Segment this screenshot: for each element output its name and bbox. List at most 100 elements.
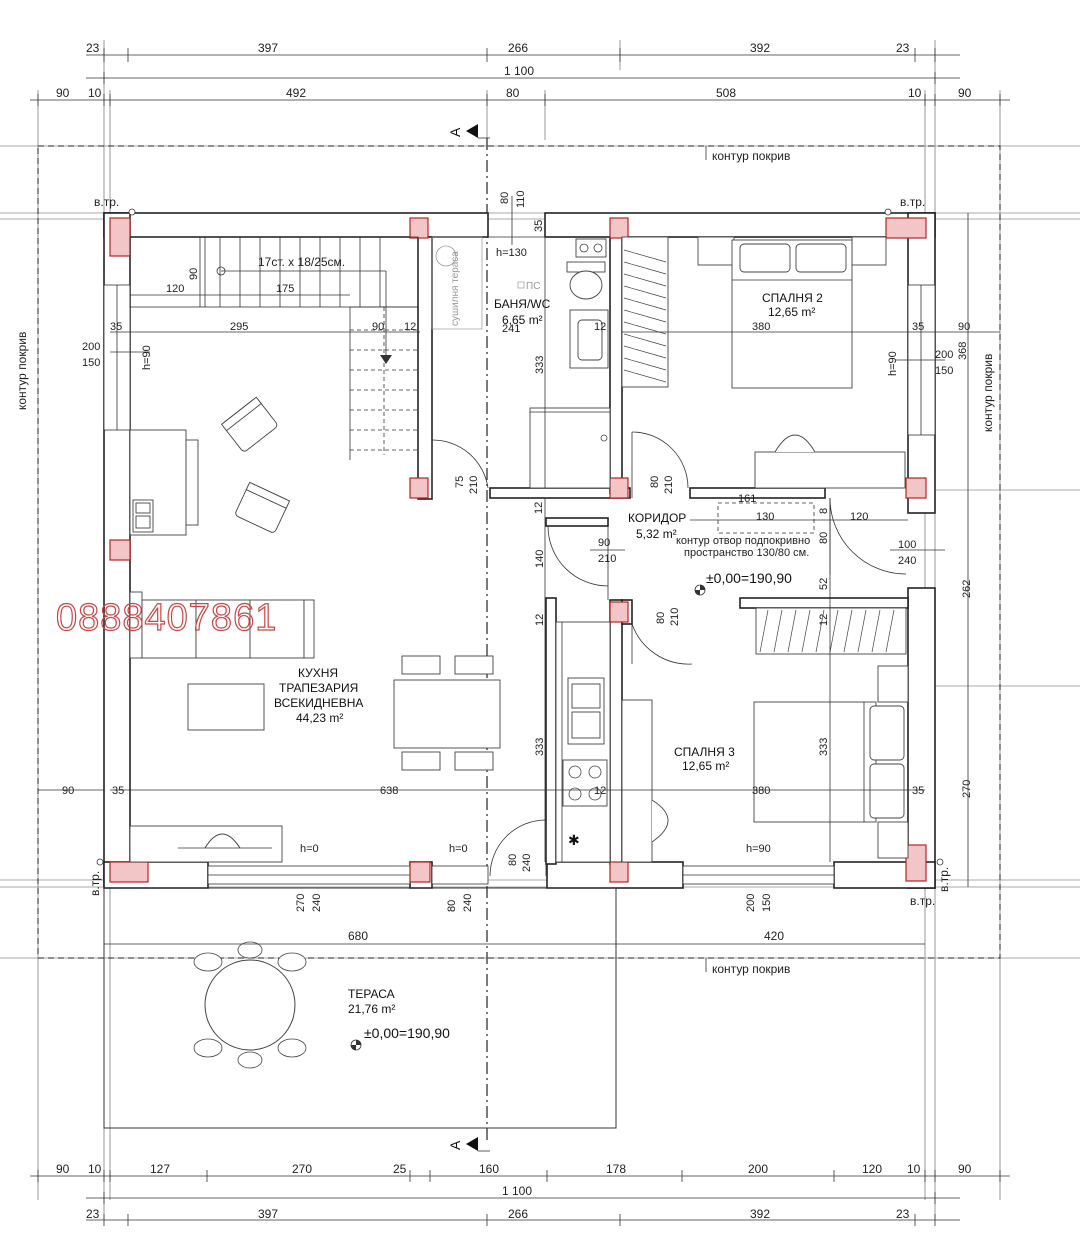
- svg-text:270: 270: [961, 780, 973, 798]
- svg-text:150: 150: [935, 365, 953, 377]
- dim-bottom-inner-11: 90: [958, 1162, 972, 1176]
- terrace-name: ТЕРАСА: [348, 987, 395, 1001]
- svg-text:12: 12: [594, 321, 606, 333]
- svg-text:90: 90: [598, 537, 610, 549]
- svg-text:210: 210: [663, 476, 675, 494]
- svg-text:240: 240: [521, 854, 533, 872]
- downpipe-label-tr: в.тр.: [900, 195, 925, 209]
- dim-bottom-inner-8: 200: [748, 1162, 768, 1176]
- dim-bottom-inner-6: 160: [479, 1162, 499, 1176]
- terrace: [103, 887, 617, 1129]
- dim-top-outer-5: 23: [896, 41, 910, 55]
- inner-dimension-lines: [38, 196, 1000, 945]
- svg-text:80: 80: [499, 192, 511, 204]
- section-marker-bottom: A: [447, 1137, 490, 1152]
- bath-area: 6,65 m²: [502, 313, 543, 327]
- dim-top-total: 1 100: [504, 64, 534, 78]
- star-icon: ✱: [568, 832, 580, 848]
- svg-text:110: 110: [515, 190, 527, 208]
- svg-text:200: 200: [935, 349, 953, 361]
- svg-text:35: 35: [110, 321, 122, 333]
- dim-bottom-outer-5: 23: [896, 1207, 910, 1221]
- svg-text:200: 200: [745, 894, 757, 912]
- opening-note-1: контур отвор подпокривно: [676, 535, 810, 547]
- svg-text:35: 35: [912, 785, 924, 797]
- svg-text:90: 90: [958, 321, 970, 333]
- svg-text:210: 210: [669, 608, 681, 626]
- dim-bottom-total: 1 100: [502, 1184, 532, 1198]
- dim-bottom-inner-2: 10: [88, 1162, 102, 1176]
- svg-text:638: 638: [380, 785, 398, 797]
- svg-text:75: 75: [454, 476, 466, 488]
- inner-dimension-labels: 80 110 35 h=130 90 120 175 35 295 90 12 …: [62, 190, 973, 943]
- svg-text:295: 295: [230, 321, 248, 333]
- svg-text:380: 380: [752, 785, 770, 797]
- svg-text:140: 140: [534, 550, 546, 568]
- dim-bottom-outer-1: 23: [86, 1207, 100, 1221]
- columns: [109, 217, 927, 883]
- svg-text:35: 35: [912, 321, 924, 333]
- dim-bottom-inner-1: 90: [56, 1162, 70, 1176]
- level-label-terrace: ±0,00=190,90: [364, 1025, 450, 1041]
- svg-text:120: 120: [166, 283, 184, 295]
- dim-bottom-inner-7: 178: [606, 1162, 626, 1176]
- svg-text:210: 210: [468, 476, 480, 494]
- svg-text:80: 80: [507, 854, 519, 866]
- dim-top-outer-1: 23: [86, 41, 100, 55]
- roof-contour-label-top: контур покрив: [712, 149, 790, 163]
- terrace-area: 21,76 m²: [348, 1002, 395, 1016]
- dim-top-inner-2: 10: [88, 86, 102, 100]
- h90-left: h=90: [141, 345, 153, 370]
- dim-bottom-inner-9: 120: [862, 1162, 882, 1176]
- roof-contour-label-bottom: контур покрив: [712, 962, 790, 976]
- dim-top-outer-2: 397: [258, 41, 278, 55]
- svg-text:420: 420: [764, 929, 784, 943]
- svg-text:240: 240: [311, 894, 323, 912]
- svg-text:8: 8: [818, 508, 830, 514]
- dryer-area: сушилня терасa ПС: [431, 236, 540, 330]
- dimension-top: 23 397 266 392 23 1 100 90 10 492 80 508…: [30, 41, 1010, 106]
- dimension-bottom: 90 10 127 270 25 160 178 200 120 10 90 1…: [30, 1162, 1010, 1226]
- svg-text:12: 12: [818, 614, 830, 626]
- dim-top-outer-3: 266: [508, 41, 528, 55]
- svg-text:241: 241: [502, 323, 520, 335]
- downpipe-label-br1: в.тр.: [937, 867, 951, 892]
- svg-text:A: A: [447, 127, 463, 137]
- corridor-name: КОРИДОР: [628, 511, 686, 525]
- svg-text:35: 35: [533, 220, 545, 232]
- dim-bottom-inner-3: 127: [150, 1162, 170, 1176]
- dim-bottom-outer-3: 266: [508, 1207, 528, 1221]
- svg-text:200: 200: [82, 341, 100, 353]
- bath-name: БАНЯ/WC: [494, 297, 551, 311]
- downpipe-label-br2: в.тр.: [910, 894, 935, 908]
- stairs-label: 17ст. x 18/25см.: [258, 255, 345, 269]
- corridor-area: 5,32 m²: [636, 527, 677, 541]
- h90-bottom: h=90: [746, 843, 771, 855]
- living-name-3: ВСЕКИДНЕВНА: [274, 696, 363, 710]
- dryer-label: сушилня терасa: [450, 251, 461, 326]
- svg-text:80: 80: [818, 532, 830, 544]
- roof-contour: [37, 145, 1001, 959]
- svg-text:12: 12: [594, 785, 606, 797]
- dim-top-inner-5: 508: [716, 86, 736, 100]
- phone-watermark: 0888407861: [56, 597, 277, 639]
- svg-text:80: 80: [649, 476, 661, 488]
- svg-text:100: 100: [898, 539, 916, 551]
- dim-bottom-inner-4: 270: [292, 1162, 312, 1176]
- dim-bottom-outer-4: 392: [750, 1207, 770, 1221]
- dim-top-outer-4: 392: [750, 41, 770, 55]
- h90-right: h=90: [887, 351, 899, 376]
- svg-text:12: 12: [534, 614, 546, 626]
- shaft-label: ПС: [526, 281, 540, 292]
- downpipes: в.тр. в.тр. в.тр. в.тр. в.тр.: [88, 195, 951, 908]
- svg-text:A: A: [447, 1140, 463, 1150]
- level-markers: ±0,00=190,90 ±0,00=190,90: [350, 570, 792, 1051]
- svg-text:90: 90: [188, 268, 200, 280]
- svg-text:240: 240: [462, 894, 474, 912]
- bed3-name: СПАЛНЯ 3: [674, 745, 735, 759]
- dim-top-inner-1: 90: [56, 86, 70, 100]
- svg-text:52: 52: [818, 578, 830, 590]
- dim-bottom-inner-10: 10: [907, 1162, 921, 1176]
- opening-note-2: пространство 130/80 см.: [684, 547, 809, 559]
